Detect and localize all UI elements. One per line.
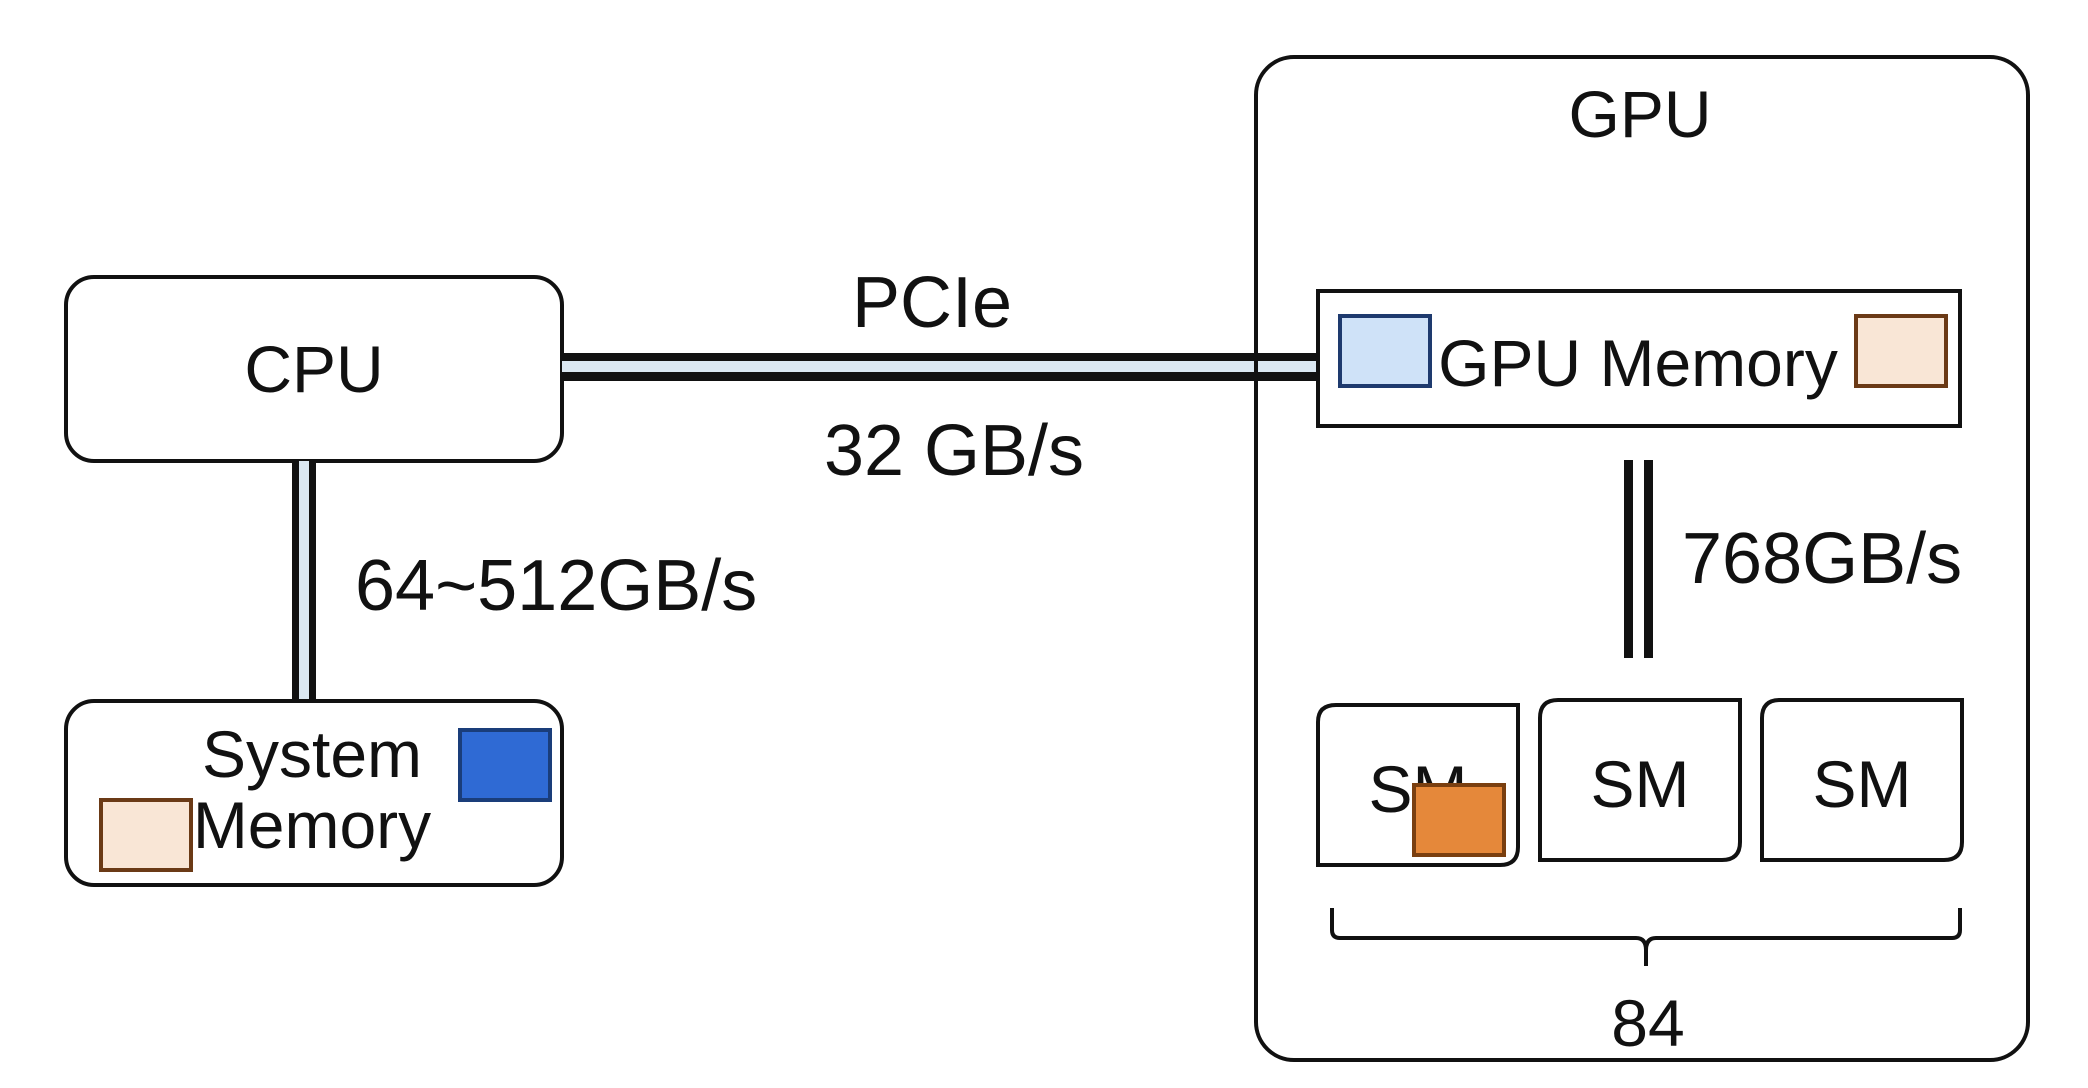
sm-label: SM [1591,747,1690,821]
cpu-label: CPU [244,332,383,406]
system-memory-blue-block [458,728,552,802]
sm-count-label: 84 [1611,986,1684,1060]
sm-label: SM [1813,747,1912,821]
system-memory-peach-block [99,798,193,872]
gpu-memory-bandwidth: 768GB/s [1682,519,1962,599]
gpu-box [1254,55,2030,1062]
pcie-bandwidth: 32 GB/s [824,411,1084,491]
gpu-label: GPU [1568,77,1711,151]
pcie-label: PCIe [852,263,1012,343]
sm-count-brace [1330,908,1962,966]
pcie-link [562,353,1322,381]
gpu-memory-peach-block [1854,314,1948,388]
sm-block: SM [1538,698,1742,862]
cpu-memory-link [292,461,316,701]
sm-block: SM [1760,698,1964,862]
sm-block: SM [1316,703,1520,867]
gpu-memory-sm-link [1624,460,1653,658]
gpu-memory-label: GPU Memory [1438,326,1838,400]
sm-orange-block [1412,783,1506,857]
gpu-memory-light-blue-block [1338,314,1432,388]
system-memory-label-line1: System [202,717,422,791]
cpu-memory-bandwidth: 64~512GB/s [355,546,757,626]
system-memory-label-line2: Memory [193,788,431,862]
